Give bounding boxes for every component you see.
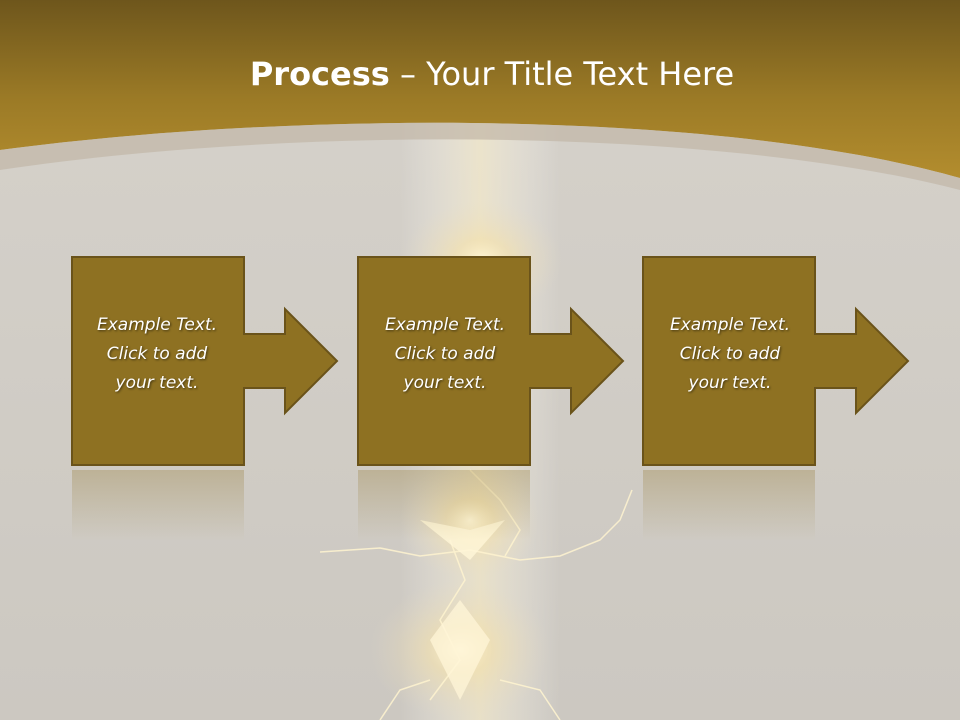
process-step-text-2[interactable]: Example Text. Click to add your text. xyxy=(360,311,530,398)
step-text-line: Click to add xyxy=(106,344,208,364)
process-step-text-1[interactable]: Example Text. Click to add your text. xyxy=(72,311,242,398)
process-step-shape-3 xyxy=(642,256,910,466)
process-step-text-3[interactable]: Example Text. Click to add your text. xyxy=(645,311,815,398)
step-text-line: Example Text. xyxy=(384,315,506,335)
process-step-shape-2 xyxy=(357,256,625,466)
step-text-line: Example Text. xyxy=(669,315,791,335)
slide-title-rest: – Your Title Text Here xyxy=(389,55,735,93)
step-text-line: your text. xyxy=(688,373,772,393)
slide-title-bold: Process xyxy=(249,55,390,93)
step-text-line: your text. xyxy=(403,373,487,393)
step-text-line: Click to add xyxy=(679,344,781,364)
step-text-line: Example Text. xyxy=(96,315,218,335)
slide-title[interactable]: Process – Your Title Text Here xyxy=(0,52,960,96)
step-text-line: Click to add xyxy=(394,344,496,364)
step-text-line: your text. xyxy=(115,373,199,393)
process-step-shape-1 xyxy=(71,256,339,466)
